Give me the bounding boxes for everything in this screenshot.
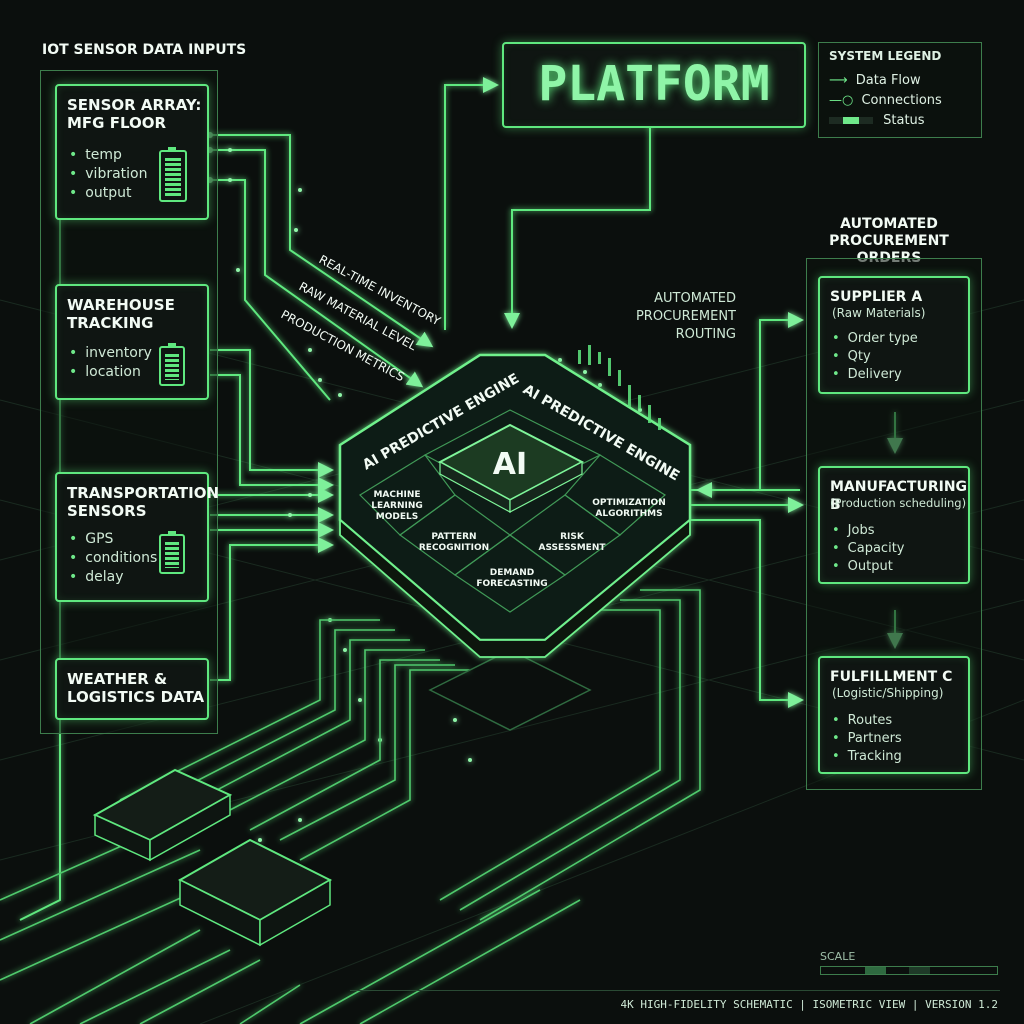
platform-traces: [444, 77, 651, 330]
status-ticks: [578, 345, 661, 430]
panel-transportation[interactable]: TRANSPORTATION SENSORS GPS conditions de…: [55, 472, 219, 602]
list-item: temp: [69, 146, 147, 165]
list-item: Order type: [832, 330, 918, 348]
panel-items: inventory location: [69, 344, 152, 382]
list-item: Tracking: [832, 748, 902, 766]
panel-weather-logistics[interactable]: WEATHER & LOGISTICS DATA: [55, 658, 209, 720]
list-item: conditions: [69, 549, 157, 568]
panel-title: WAREHOUSE TRACKING: [67, 296, 175, 332]
input-traces: [19, 100, 434, 921]
panel-sensor-array[interactable]: SENSOR ARRAY: MFG FLOOR temp vibration o…: [55, 84, 209, 220]
list-item: GPS: [69, 530, 157, 549]
legend-status: Status: [829, 113, 925, 128]
panel-title: SUPPLIER A: [830, 289, 923, 305]
panel-subtitle: (Production scheduling): [830, 496, 967, 510]
list-item: inventory: [69, 344, 152, 363]
list-item: Delivery: [832, 366, 918, 384]
list-item: Jobs: [832, 522, 904, 540]
connector-icon: —○: [829, 93, 854, 108]
legend-label: Data Flow: [855, 73, 921, 88]
panel-title: TRANSPORTATION SENSORS: [67, 484, 219, 520]
module-risk-assessment: RISK ASSESSMENT: [538, 532, 606, 553]
list-item: Partners: [832, 730, 902, 748]
device-modules: [92, 649, 592, 947]
legend-connections: —○ Connections: [829, 93, 942, 108]
battery-icon: [159, 147, 187, 202]
scale-bar: [820, 966, 998, 975]
module-pattern-recognition: PATTERN RECOGNITION: [418, 532, 490, 553]
inputs-heading: IOT SENSOR DATA INPUTS: [42, 42, 247, 58]
panel-items: GPS conditions delay: [69, 530, 157, 587]
panel-title: SENSOR ARRAY: MFG FLOOR: [67, 96, 202, 132]
list-item: Output: [832, 558, 904, 576]
legend-title: SYSTEM LEGEND: [829, 49, 942, 63]
list-item: delay: [69, 568, 157, 587]
routing-label: AUTOMATED PROCUREMENT ROUTING: [635, 291, 736, 342]
panel-title: MANUFACTURING B: [830, 479, 968, 513]
legend-label: Status: [883, 113, 925, 128]
list-item: Qty: [832, 348, 918, 366]
module-demand-forecasting: DEMAND FORECASTING: [476, 568, 548, 589]
system-legend: SYSTEM LEGEND ⟶ Data Flow —○ Connections…: [818, 42, 982, 138]
arrow-right-icon: ⟶: [829, 73, 848, 88]
panel-items: Jobs Capacity Output: [832, 522, 905, 576]
legend-label: Connections: [861, 93, 942, 108]
list-item: vibration: [69, 165, 147, 184]
scale-label: SCALE: [820, 950, 856, 963]
panel-manufacturing-b[interactable]: MANUFACTURING B (Production scheduling) …: [818, 466, 970, 584]
list-item: Routes: [832, 712, 902, 730]
panel-items: Order type Qty Delivery: [832, 330, 918, 384]
panel-subtitle: (Raw Materials): [832, 306, 926, 320]
panel-warehouse[interactable]: WAREHOUSE TRACKING inventory location: [55, 284, 209, 400]
module-machine-learning: MACHINE LEARNING MODELS: [371, 490, 423, 522]
ai-chip-label: AI: [493, 447, 527, 482]
platform-title: PLATFORM: [538, 56, 770, 112]
list-item: Capacity: [832, 540, 905, 558]
battery-icon: [159, 343, 185, 386]
panel-items: Routes Partners Tracking: [832, 712, 902, 766]
flow-label-production: PRODUCTION METRICS: [279, 307, 407, 384]
panel-items: temp vibration output: [69, 146, 147, 203]
panel-title: FULFILLMENT C: [830, 669, 953, 685]
panel-fulfillment-c[interactable]: FULFILLMENT C (Logistic/Shipping) Routes…: [818, 656, 970, 774]
bus-traces: [0, 589, 701, 1024]
platform-box[interactable]: PLATFORM: [502, 42, 806, 128]
panel-title: WEATHER & LOGISTICS DATA: [67, 670, 205, 706]
footer-caption: 4K HIGH-FIDELITY SCHEMATIC | ISOMETRIC V…: [620, 998, 999, 1011]
panel-supplier-a[interactable]: SUPPLIER A (Raw Materials) Order type Qt…: [818, 276, 970, 394]
list-item: location: [69, 363, 152, 382]
legend-data-flow: ⟶ Data Flow: [829, 73, 921, 88]
status-bar-icon: [829, 117, 873, 124]
panel-subtitle: (Logistic/Shipping): [832, 686, 944, 700]
ai-engine-body: [338, 353, 692, 658]
flow-label-raw-material: RAW MATERIAL LEVEL: [297, 279, 419, 353]
footer-divider: [350, 990, 1000, 991]
battery-icon: [159, 531, 185, 574]
flow-label-inventory: REAL-TIME INVENTORY: [317, 252, 444, 328]
list-item: output: [69, 184, 147, 203]
module-optimization: OPTIMIZATION ALGORITHMS: [592, 498, 666, 519]
